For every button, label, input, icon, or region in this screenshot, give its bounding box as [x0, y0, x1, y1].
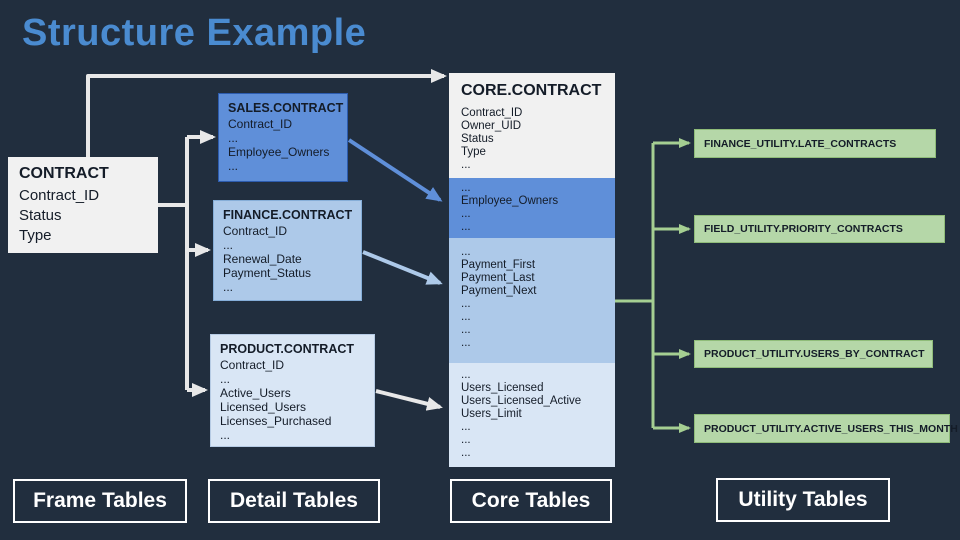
table-fields: Contract_ID ... Renewal_Date Payment_Sta…	[223, 224, 312, 294]
arrow-product-to-core	[375, 389, 443, 411]
legend-frame-tables: Frame Tables	[13, 479, 187, 523]
core-header-section: CORE.CONTRACT Contract_ID Owner_UID Stat…	[449, 73, 615, 178]
table-title: CONTRACT	[19, 165, 109, 182]
core-users-section: ... Users_Licensed Users_Licensed_Active…	[449, 363, 615, 467]
core-table-core-contract: CORE.CONTRACT Contract_ID Owner_UID Stat…	[449, 73, 615, 467]
table-title: PRODUCT.CONTRACT	[220, 342, 355, 356]
utility-table-late-contracts: FINANCE_UTILITY.LATE_CONTRACTS	[694, 129, 936, 158]
table-fields: Contract_ID Owner_UID Status Type ...	[461, 107, 523, 171]
table-fields: ... Payment_First Payment_Last Payment_N…	[461, 246, 537, 349]
table-fields: Contract_ID Status Type	[19, 187, 100, 244]
legend-core-tables: Core Tables	[450, 479, 612, 523]
table-title: SALES.CONTRACT	[228, 101, 344, 115]
arrow-sales-to-core	[347, 138, 443, 202]
utility-table-priority-contracts: FIELD_UTILITY.PRIORITY_CONTRACTS	[694, 215, 945, 243]
table-fields: ... Users_Licensed Users_Licensed_Active…	[461, 369, 582, 459]
detail-table-finance-contract: FINANCE.CONTRACT Contract_ID ... Renewal…	[213, 200, 362, 301]
detail-table-product-contract: PRODUCT.CONTRACT Contract_ID ... Active_…	[210, 334, 375, 447]
detail-table-sales-contract: SALES.CONTRACT Contract_ID ... Employee_…	[218, 93, 348, 182]
arrow-finance-to-core	[362, 250, 443, 285]
core-employee-section: ... Employee_Owners ... ...	[449, 178, 615, 238]
arrow-contract-to-core	[86, 69, 447, 157]
table-fields: Contract_ID ... Employee_Owners ...	[228, 117, 330, 173]
page-title: Structure Example	[22, 12, 367, 54]
legend-detail-tables: Detail Tables	[208, 479, 380, 523]
legend-utility-tables: Utility Tables	[716, 478, 890, 522]
table-title: CORE.CONTRACT	[461, 82, 602, 99]
table-fields: ... Employee_Owners ... ...	[461, 182, 559, 233]
utility-table-users-by-contract: PRODUCT_UTILITY.USERS_BY_CONTRACT	[694, 340, 933, 368]
core-payment-section: ... Payment_First Payment_Last Payment_N…	[449, 238, 615, 363]
utility-table-active-users-this-month: PRODUCT_UTILITY.ACTIVE_USERS_THIS_MONTH	[694, 414, 958, 443]
frame-table-contract: CONTRACT Contract_ID Status Type	[8, 157, 158, 253]
table-fields: Contract_ID ... Active_Users Licensed_Us…	[220, 358, 332, 442]
table-title: FINANCE.CONTRACT	[223, 208, 353, 222]
